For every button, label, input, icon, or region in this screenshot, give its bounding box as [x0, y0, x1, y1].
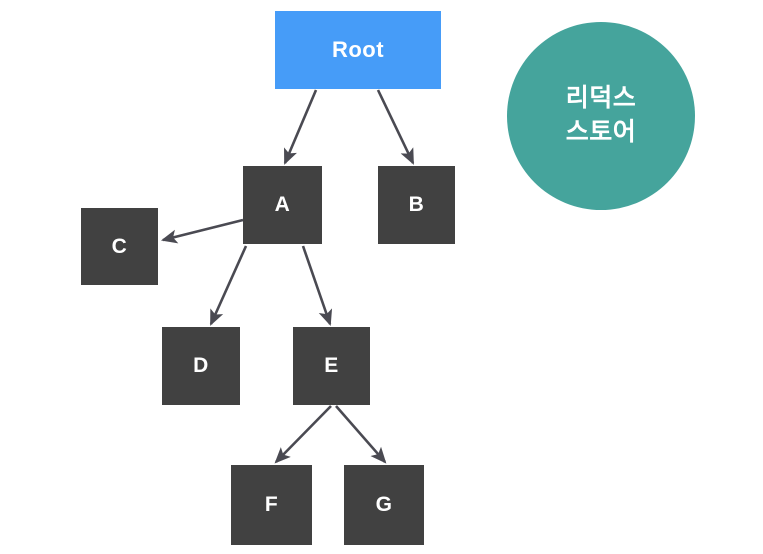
- edge-a-to-c: [160, 218, 244, 244]
- node-f-label: F: [264, 493, 279, 516]
- node-e[interactable]: E: [293, 327, 370, 405]
- node-redux-store[interactable]: 리덕스 스토어: [507, 22, 695, 210]
- node-a-label: A: [274, 193, 291, 216]
- node-b[interactable]: B: [378, 166, 455, 244]
- edge-root-to-b: [376, 89, 415, 165]
- node-c[interactable]: C: [81, 208, 158, 285]
- edge-root-to-a: [283, 89, 318, 165]
- node-a[interactable]: A: [243, 166, 322, 244]
- node-b-label: B: [408, 193, 425, 216]
- node-d-label: D: [193, 354, 209, 377]
- node-f[interactable]: F: [231, 465, 312, 545]
- edge-e-to-f: [274, 405, 332, 464]
- edge-e-to-g: [335, 405, 387, 464]
- edge-a-to-d: [209, 245, 248, 326]
- node-g[interactable]: G: [344, 465, 424, 545]
- edge-a-to-e: [301, 245, 333, 326]
- node-c-label: C: [111, 234, 128, 258]
- node-redux-store-label: 리덕스 스토어: [565, 84, 637, 146]
- node-root[interactable]: Root: [275, 11, 441, 89]
- node-root-label: Root: [331, 37, 385, 62]
- node-e-label: E: [324, 354, 339, 377]
- node-g-label: G: [375, 493, 393, 516]
- node-d[interactable]: D: [162, 327, 240, 405]
